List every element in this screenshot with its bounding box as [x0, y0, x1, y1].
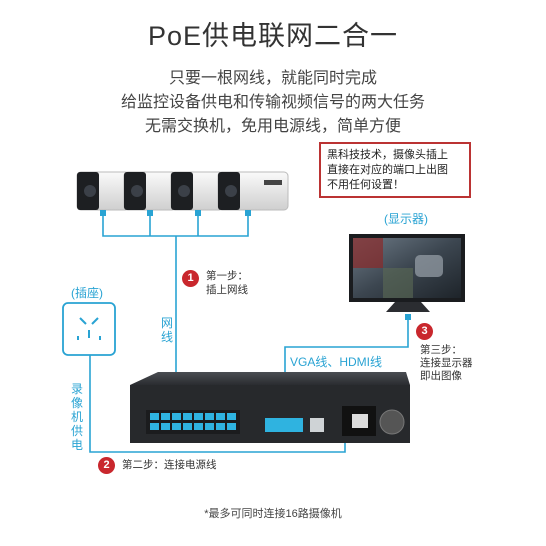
subtitle-line-2: 给监控设备供电和传输视频信号的两大任务: [120, 94, 425, 111]
recorder-power-label: 录像机供电: [70, 382, 83, 452]
socket-label: (插座): [71, 286, 103, 300]
note-line-1: 黑科技技术，摄像头插上: [327, 149, 448, 161]
page-title: PoE供电联网二合一: [147, 21, 399, 51]
subtitle-line-1: 只要一根网线，就能同时完成: [168, 70, 377, 87]
footer-note: *最多可同时连接16路摄像机: [204, 508, 342, 520]
subtitle-line-3: 无需交换机，免用电源线，简单方便: [144, 118, 401, 135]
note-line-3: 不用任何设置！: [327, 179, 404, 191]
nvr-icon: [130, 372, 410, 443]
monitor-icon: [349, 234, 465, 312]
socket-icon: [62, 302, 116, 356]
network-cable-label: 网线: [160, 316, 173, 344]
step-2-badge: 2: [98, 457, 115, 474]
step-1-badge: 1: [182, 270, 199, 287]
step-3-desc-1: 连接显示器: [420, 357, 473, 369]
step-3-badge: 3: [416, 323, 433, 340]
camera-3: [170, 171, 224, 211]
tech-note-box: 黑科技技术，摄像头插上 直接在对应的端口上出图 不用任何设置！: [319, 142, 471, 198]
step-3-title: 第三步：: [420, 344, 462, 356]
camera-4: [217, 171, 289, 211]
step-1-title: 第一步：: [206, 270, 248, 282]
step-1-desc: 插上网线: [206, 284, 248, 296]
note-line-2: 直接在对应的端口上出图: [327, 164, 448, 176]
camera-1: [76, 171, 130, 211]
camera-2: [123, 171, 177, 211]
vga-hdmi-label: VGA线、HDMI线: [290, 355, 383, 369]
step-3-desc-2: 即出图像: [420, 370, 462, 382]
step-2-text: 第二步：连接电源线: [122, 459, 217, 471]
monitor-label: (显示器): [384, 212, 428, 226]
